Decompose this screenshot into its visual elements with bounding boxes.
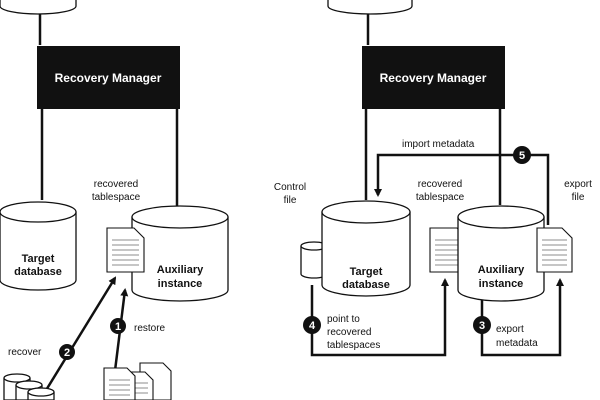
left-rman-box: Recovery Manager xyxy=(37,46,180,109)
right-panel: Recovery Manager 5 import metadata Contr… xyxy=(274,0,592,357)
right-step4-label-3: tablespaces xyxy=(327,340,380,351)
step-3-badge: 3 xyxy=(473,316,491,334)
right-target-database-cylinder: Target database xyxy=(321,200,411,297)
left-recover-arrow xyxy=(38,276,117,400)
right-export-file-doc xyxy=(536,227,573,273)
step-5-badge: 5 xyxy=(513,146,531,164)
left-backup-cylinders xyxy=(3,373,55,400)
right-top-cylinder xyxy=(327,0,413,15)
right-step4-label-2: recovered xyxy=(327,327,371,338)
step-2-badge: 2 xyxy=(59,344,75,360)
left-recovered-label-1: recovered xyxy=(94,179,138,190)
svg-text:2: 2 xyxy=(64,347,70,359)
right-target-db-label-1: Target xyxy=(350,266,383,278)
svg-text:4: 4 xyxy=(309,320,316,332)
right-target-db-label-2: database xyxy=(342,279,390,291)
right-step3-label-1: export xyxy=(496,324,524,335)
svg-text:5: 5 xyxy=(519,150,525,162)
left-backup-documents xyxy=(103,362,172,400)
right-step3-label-2: metadata xyxy=(496,338,538,349)
right-export-file-label-2: file xyxy=(572,192,585,203)
left-auxiliary-instance-cylinder: Auxiliary instance xyxy=(131,205,229,302)
right-control-file-label-2: file xyxy=(284,195,297,206)
step-4-badge: 4 xyxy=(303,316,321,334)
left-panel: Recovery Manager Target database Auxilia… xyxy=(0,0,229,400)
left-recover-label: recover xyxy=(8,347,42,358)
svg-text:1: 1 xyxy=(115,321,121,333)
right-import-metadata-label: import metadata xyxy=(402,139,475,150)
right-auxiliary-instance-cylinder: Auxiliary instance xyxy=(457,205,545,302)
svg-text:3: 3 xyxy=(479,320,485,332)
right-export-file-label-1: export xyxy=(564,179,592,190)
right-rman-box: Recovery Manager xyxy=(362,46,505,109)
right-aux-label-2: instance xyxy=(479,278,524,290)
right-rman-label: Recovery Manager xyxy=(380,71,487,85)
left-target-db-label-2: database xyxy=(14,266,62,278)
right-recovered-label-2: tablespace xyxy=(416,192,465,203)
left-rman-label: Recovery Manager xyxy=(55,71,162,85)
right-aux-label-1: Auxiliary xyxy=(478,264,525,276)
left-recovered-tablespace-doc xyxy=(106,227,145,273)
right-control-file-cylinder xyxy=(300,241,328,279)
left-target-database-cylinder: Target database xyxy=(0,201,77,291)
step-1-badge: 1 xyxy=(110,318,126,334)
left-aux-label-1: Auxiliary xyxy=(157,264,204,276)
right-import-metadata-arrow xyxy=(374,153,550,225)
left-aux-label-2: instance xyxy=(158,278,203,290)
right-recovered-label-1: recovered xyxy=(418,179,462,190)
left-recovered-label-2: tablespace xyxy=(92,192,141,203)
left-target-db-label-1: Target xyxy=(22,253,55,265)
right-step4-label-1: point to xyxy=(327,314,360,325)
left-top-cylinder xyxy=(0,0,77,15)
right-control-file-label-1: Control xyxy=(274,182,306,193)
left-restore-label: restore xyxy=(134,323,166,334)
